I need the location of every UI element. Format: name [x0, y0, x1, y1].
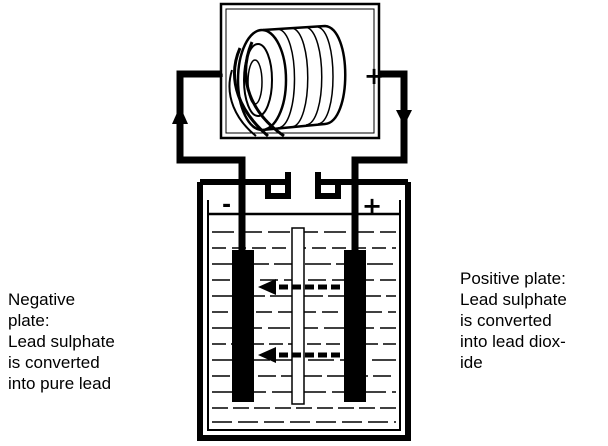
- positive-plate-caption: Positive plate: Lead sulphate is convert…: [460, 268, 567, 373]
- separator: [291, 227, 305, 405]
- negative-caption-line: Lead sulphate: [8, 332, 115, 351]
- negative-caption-line: is converted: [8, 353, 100, 372]
- positive-plate: [344, 250, 366, 402]
- positive-caption-line: Positive plate:: [460, 269, 566, 288]
- current-arrow-up-icon: [172, 106, 188, 124]
- charger-positive-symbol: +: [364, 62, 384, 90]
- positive-caption-line: ide: [460, 353, 483, 372]
- current-arrow-down-icon: [396, 110, 412, 126]
- negative-caption-line: into pure lead: [8, 374, 112, 393]
- negative-caption-line: Negative: [8, 290, 76, 309]
- charger-negative-symbol: -: [214, 60, 224, 88]
- negative-plate-caption: Negative plate: Lead sulphate is convert…: [8, 289, 115, 394]
- battery-positive-symbol: +: [362, 192, 382, 220]
- negative-plate: [232, 250, 254, 402]
- battery-negative-symbol: -: [222, 193, 231, 218]
- coil-winding-icon: [228, 24, 347, 138]
- positive-caption-line: is converted: [460, 311, 552, 330]
- battery-case: [197, 172, 411, 441]
- positive-caption-line: into lead diox-: [460, 332, 566, 351]
- positive-caption-line: Lead sulphate: [460, 290, 567, 309]
- negative-caption-line: plate:: [8, 311, 50, 330]
- ion-arrow-left-icon: [258, 279, 340, 363]
- circuit-wires: [176, 70, 408, 250]
